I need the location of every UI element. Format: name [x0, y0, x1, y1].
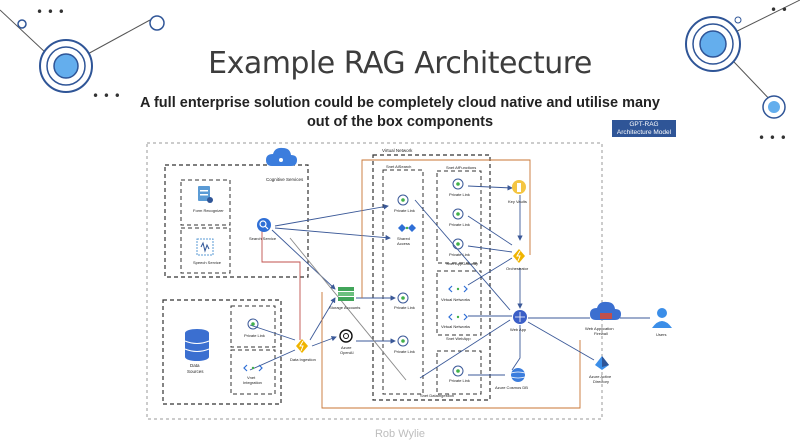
users-icon[interactable]: [652, 308, 672, 328]
virtual-networks-label: Virtual Networks: [441, 324, 470, 329]
azure-cosmos-db-label: Azure Cosmos DB: [495, 385, 528, 390]
cognitive-services-icon[interactable]: [266, 147, 297, 166]
users-label: Users: [656, 332, 666, 337]
large-circle-icon-right: [685, 16, 741, 72]
snet-appgateway-group: [436, 270, 482, 336]
private-link-label: Private Link: [244, 333, 265, 338]
azure-openai-label-2: OpenAI: [340, 350, 354, 355]
orchestrator-label: Orchestrator: [506, 266, 529, 271]
storage-accounts-label: Storage Accounts: [329, 305, 360, 310]
azure-active-directory-icon[interactable]: [595, 356, 609, 370]
virtual-network-group: [372, 154, 491, 401]
vnet-integration-icon[interactable]: [243, 364, 263, 372]
virtual-network-label: Virtual Network: [382, 148, 413, 153]
svg-text:• • •: • • •: [36, 5, 65, 19]
speech-service-label: Speech Service: [193, 260, 222, 265]
virtual-networks-label: Virtual Networks: [441, 297, 470, 302]
shared-access-icon[interactable]: [398, 224, 416, 232]
data-sources-icon[interactable]: [184, 329, 210, 361]
private-link-label: Private Link: [449, 192, 470, 197]
snet-webapp-group: [436, 350, 482, 395]
virtual-network-icon[interactable]: [448, 285, 468, 293]
data-ingestion-label: Data Ingestion: [290, 357, 316, 362]
snet-appgateway-label: Snet AppGateway: [446, 261, 478, 266]
connectors: [249, 159, 650, 409]
storage-accounts-icon[interactable]: [338, 287, 354, 301]
search-service-icon[interactable]: [257, 218, 271, 232]
aad-label-1: Azure Active: [589, 374, 612, 379]
snet-webapp-label: Snet WebApp: [446, 336, 471, 341]
waf-label-2: Firewall: [594, 331, 608, 336]
data-sources-group: [162, 299, 282, 405]
aad-label-2: Directory: [593, 379, 609, 384]
data-sources-label-1: Data: [190, 363, 200, 368]
architecture-model-button[interactable]: GPT-RAG Architecture Model: [612, 120, 676, 137]
outer-boundary: [146, 142, 603, 420]
vnet-integration-label-2: Integration: [243, 380, 262, 385]
web-app-icon[interactable]: [513, 310, 527, 324]
svg-text:• • •: • • •: [92, 89, 121, 103]
private-link-icon[interactable]: [397, 292, 409, 304]
form-recognizer-icon[interactable]: [198, 186, 213, 203]
orchestrator-icon[interactable]: [513, 249, 525, 263]
azure-openai-label-1: Azure: [341, 345, 352, 350]
azure-openai-icon[interactable]: [339, 329, 353, 343]
cognitive-services-label: Cognitive Services: [266, 177, 304, 182]
azure-cosmos-db-icon[interactable]: [508, 368, 528, 382]
key-vaults-label: Key Vaults: [508, 199, 527, 204]
virtual-network-icon[interactable]: [448, 313, 468, 321]
speech-service-icon[interactable]: [196, 238, 214, 256]
snet-affunctions-label: Snet AfFunctions: [446, 165, 476, 170]
snet-aisearch-group: [382, 169, 424, 395]
form-recognizer-box: [180, 179, 231, 226]
private-link-label: Private Link: [449, 252, 470, 257]
private-link-label: Private Link: [394, 208, 415, 213]
author-name: Rob Wylie: [374, 428, 426, 440]
shared-access-label-1: Shared: [397, 236, 410, 241]
private-link-label: Private Link: [394, 349, 415, 354]
snet-aisearch-label: Snet AiSearch: [386, 164, 411, 169]
form-recognizer-label: Form Recognizer: [193, 208, 224, 213]
waf-label-1: Web Application: [585, 326, 614, 331]
slide-subtitle: A full enterprise solution could be comp…: [140, 95, 660, 130]
snet-affunctions-group: [436, 170, 482, 264]
private-link-label: Private Link: [394, 305, 415, 310]
data-sources-label-2: Sources: [187, 369, 204, 374]
svg-text:• • •: • • •: [758, 131, 787, 145]
snet-dataingestion-label: Snet DataIngestion: [420, 393, 454, 398]
search-service-label: Search Service: [249, 236, 277, 241]
data-ingestion-icon[interactable]: [296, 339, 308, 353]
large-circle-icon: [39, 39, 93, 93]
private-link-label: Private Link: [449, 222, 470, 227]
private-link-icon[interactable]: [452, 238, 464, 250]
private-link-icon[interactable]: [452, 178, 464, 190]
private-link-label: Private Link: [449, 378, 470, 383]
speech-service-box: [180, 227, 231, 274]
vnet-private-link-box: [230, 305, 276, 348]
vnet-integration-label-1: Vnet: [247, 375, 256, 380]
vnet-integration-box: [230, 349, 276, 395]
web-application-firewall-icon[interactable]: [590, 301, 621, 320]
private-link-icon[interactable]: [452, 208, 464, 220]
private-link-icon[interactable]: [247, 318, 259, 330]
cognitive-services-group: [164, 164, 309, 278]
private-link-icon[interactable]: [397, 335, 409, 347]
key-vaults-icon[interactable]: [512, 180, 526, 194]
web-app-label: Web App: [510, 327, 527, 332]
shared-access-label-2: Access: [397, 241, 410, 246]
slide-title: Example RAG Architecture: [208, 46, 592, 81]
svg-text:• •: • •: [770, 3, 788, 17]
private-link-icon[interactable]: [397, 194, 409, 206]
private-link-icon[interactable]: [452, 365, 464, 377]
